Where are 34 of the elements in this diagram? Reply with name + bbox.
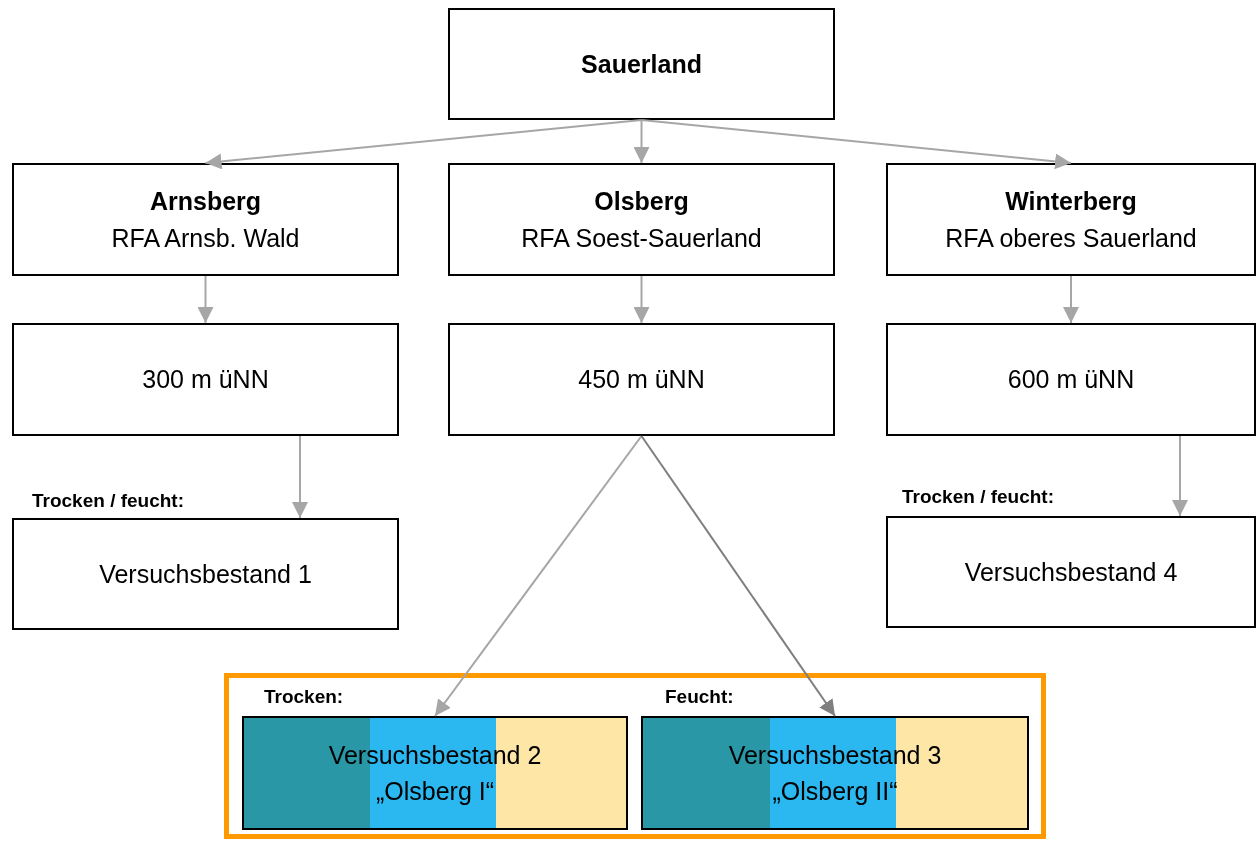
process-box [12, 163, 399, 276]
arrow [633, 275, 650, 324]
node-heading: Trocken: [264, 686, 344, 708]
node-text: Versuchsbestand 4 [964, 556, 1178, 588]
process-box [448, 163, 835, 276]
node-text: 300 m üNN [142, 364, 269, 396]
arrow [434, 435, 643, 717]
node-heading: Sauerland [581, 48, 702, 80]
process-box [12, 323, 399, 436]
arrow [633, 119, 650, 164]
arrow [204, 119, 643, 170]
node-text: Versuchsbestand 1 [99, 558, 312, 590]
process-box [448, 8, 835, 120]
node-heading: Feucht: [665, 686, 734, 708]
node-text: RFA Arnsb. Wald [111, 222, 300, 254]
node-heading: Trocken / feucht: [32, 490, 185, 512]
node-text: 450 m üNN [578, 364, 705, 396]
arrow [640, 435, 836, 717]
node-heading: Winterberg [1005, 186, 1137, 218]
process-box [886, 323, 1256, 436]
node-heading: Trocken / feucht: [902, 486, 1055, 508]
node-heading: Arnsberg [149, 186, 262, 218]
arrow [1172, 435, 1188, 517]
arrow [1063, 275, 1079, 324]
process-box [448, 323, 835, 436]
node-text: RFA oberes Sauerland [945, 222, 1197, 254]
arrow [292, 435, 308, 519]
node-text: 600 m üNN [1007, 364, 1135, 396]
group-frame [224, 673, 1046, 839]
arrow [197, 275, 214, 324]
node-text: RFA Soest-Sauerland [521, 222, 762, 254]
arrow [640, 119, 1072, 170]
process-box [886, 163, 1256, 276]
node-heading: Olsberg [594, 186, 689, 218]
